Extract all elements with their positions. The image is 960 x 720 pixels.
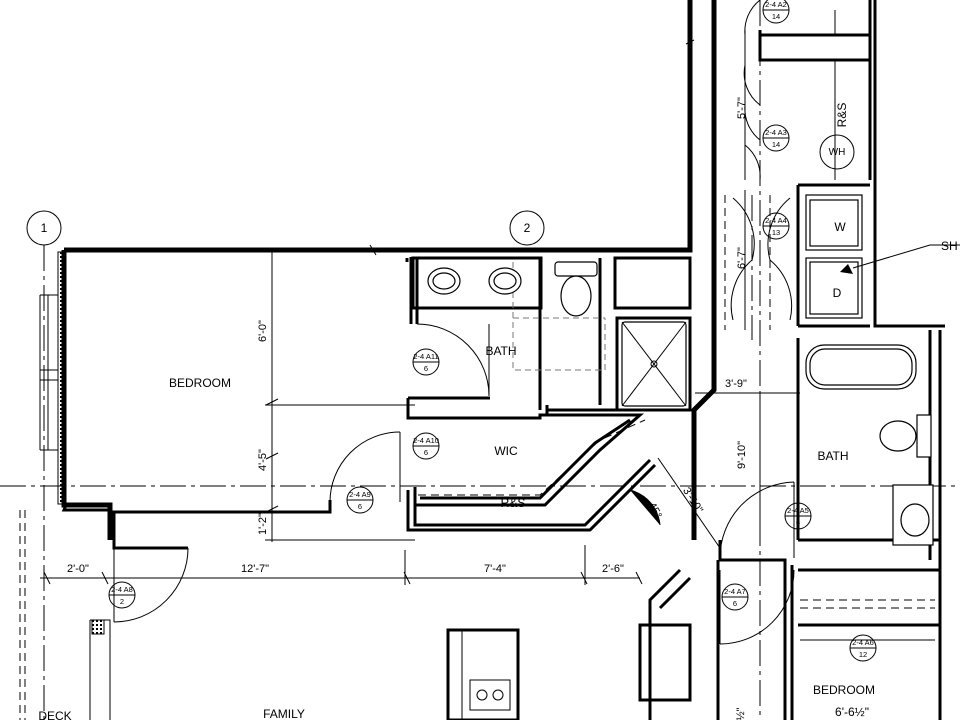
svg-text:2-4 A2: 2-4 A2 — [765, 0, 787, 9]
detail-tag: 2-4 A7 6 — [721, 583, 749, 611]
dim-text: 5'-7" — [736, 97, 748, 119]
detail-tag: 2-4 A10 6 — [412, 432, 440, 460]
svg-text:2-4 A10: 2-4 A10 — [413, 436, 439, 445]
room-label-deck: DECK — [38, 709, 71, 720]
detail-tag: 2-4 A3 14 — [762, 124, 790, 152]
dim-text: 2'-0" — [67, 563, 89, 575]
dimension-lines — [40, 0, 935, 641]
grid-marker-1-label: 1 — [41, 221, 48, 235]
svg-text:13: 13 — [772, 228, 780, 237]
detail-tags: 2-4 A2 14 2-4 A3 14 2-4 A4 13 2-4 A11 6 … — [108, 0, 877, 662]
dim-text: 4'-5" — [257, 449, 269, 471]
detail-tag: 2-4 A2 14 — [762, 0, 790, 24]
svg-text:2-4 A9: 2-4 A9 — [349, 490, 371, 499]
dim-text: 12'-7" — [241, 563, 269, 575]
room-label-rs-2: R&S — [835, 103, 849, 128]
detail-tag: 2-4 A4 13 — [762, 212, 790, 240]
svg-text:6: 6 — [796, 518, 800, 527]
svg-text:14: 14 — [772, 140, 780, 149]
label-dryer: D — [833, 286, 842, 300]
svg-text:6: 6 — [733, 599, 737, 608]
room-label-bath-2: BATH — [817, 449, 848, 463]
svg-text:2-4 A7: 2-4 A7 — [724, 587, 746, 596]
note-text: SH AB — [941, 239, 960, 253]
svg-text:6: 6 — [424, 364, 428, 373]
fixtures — [427, 10, 960, 546]
dim-text: 3'-10" — [680, 485, 705, 515]
dim-text: 1'-2" — [257, 513, 269, 535]
dim-text: 3'-9" — [725, 378, 747, 390]
dim-text: 6'-0" — [257, 320, 269, 342]
svg-text:2-4 A11: 2-4 A11 — [413, 352, 438, 361]
label-water-heater: WH — [829, 147, 846, 158]
grid-marker-1 — [26, 210, 62, 246]
svg-text:12: 12 — [859, 650, 867, 659]
dimension-texts: 6'-0" 4'-5" 1'-2" 2'-0" 12'-7" 7'-4" 2'-… — [67, 97, 869, 720]
svg-text:2-4 A6: 2-4 A6 — [852, 638, 874, 647]
detail-tag: 2-4 A5 6 — [784, 502, 812, 530]
room-label-bath: BATH — [485, 344, 516, 358]
dim-text: 7'-4" — [484, 563, 506, 575]
svg-text:2-4 A4: 2-4 A4 — [765, 216, 787, 225]
room-labels: BEDROOM BATH WIC R&S BATH BEDROOM FAMILY… — [38, 103, 960, 720]
dim-text: 45° — [645, 500, 663, 520]
svg-text:2-4 A5: 2-4 A5 — [787, 506, 809, 515]
dim-text: 6'-7" — [736, 247, 748, 269]
detail-tag: 2-4 A8 2 — [108, 581, 136, 609]
svg-text:14: 14 — [772, 12, 780, 21]
svg-text:2: 2 — [120, 597, 124, 606]
svg-text:6: 6 — [424, 448, 428, 457]
grid-marker-2 — [509, 210, 545, 246]
room-label-bedroom-2: BEDROOM — [813, 683, 875, 697]
detail-tag: 2-4 A6 12 — [849, 634, 877, 662]
dim-text: ½" — [735, 707, 747, 720]
dim-text: 2'-6" — [602, 563, 624, 575]
grid-marker-2-label: 2 — [524, 221, 531, 235]
room-label-family: FAMILY — [263, 707, 305, 720]
dim-text: 6'-6½" — [835, 705, 869, 719]
detail-tag: 2-4 A11 6 — [412, 348, 440, 376]
grid-markers: 1 2 — [26, 210, 545, 246]
room-label-wic: WIC — [494, 444, 518, 458]
room-label-rs: R&S — [501, 496, 526, 510]
dim-text: 9'-10" — [736, 441, 748, 469]
detail-tag: 2-4 A9 6 — [346, 486, 374, 514]
label-washer: W — [834, 220, 846, 234]
svg-text:6: 6 — [358, 502, 362, 511]
room-label-bedroom: BEDROOM — [169, 376, 231, 390]
svg-text:2-4 A8: 2-4 A8 — [111, 585, 133, 594]
svg-text:2-4 A3: 2-4 A3 — [765, 128, 787, 137]
